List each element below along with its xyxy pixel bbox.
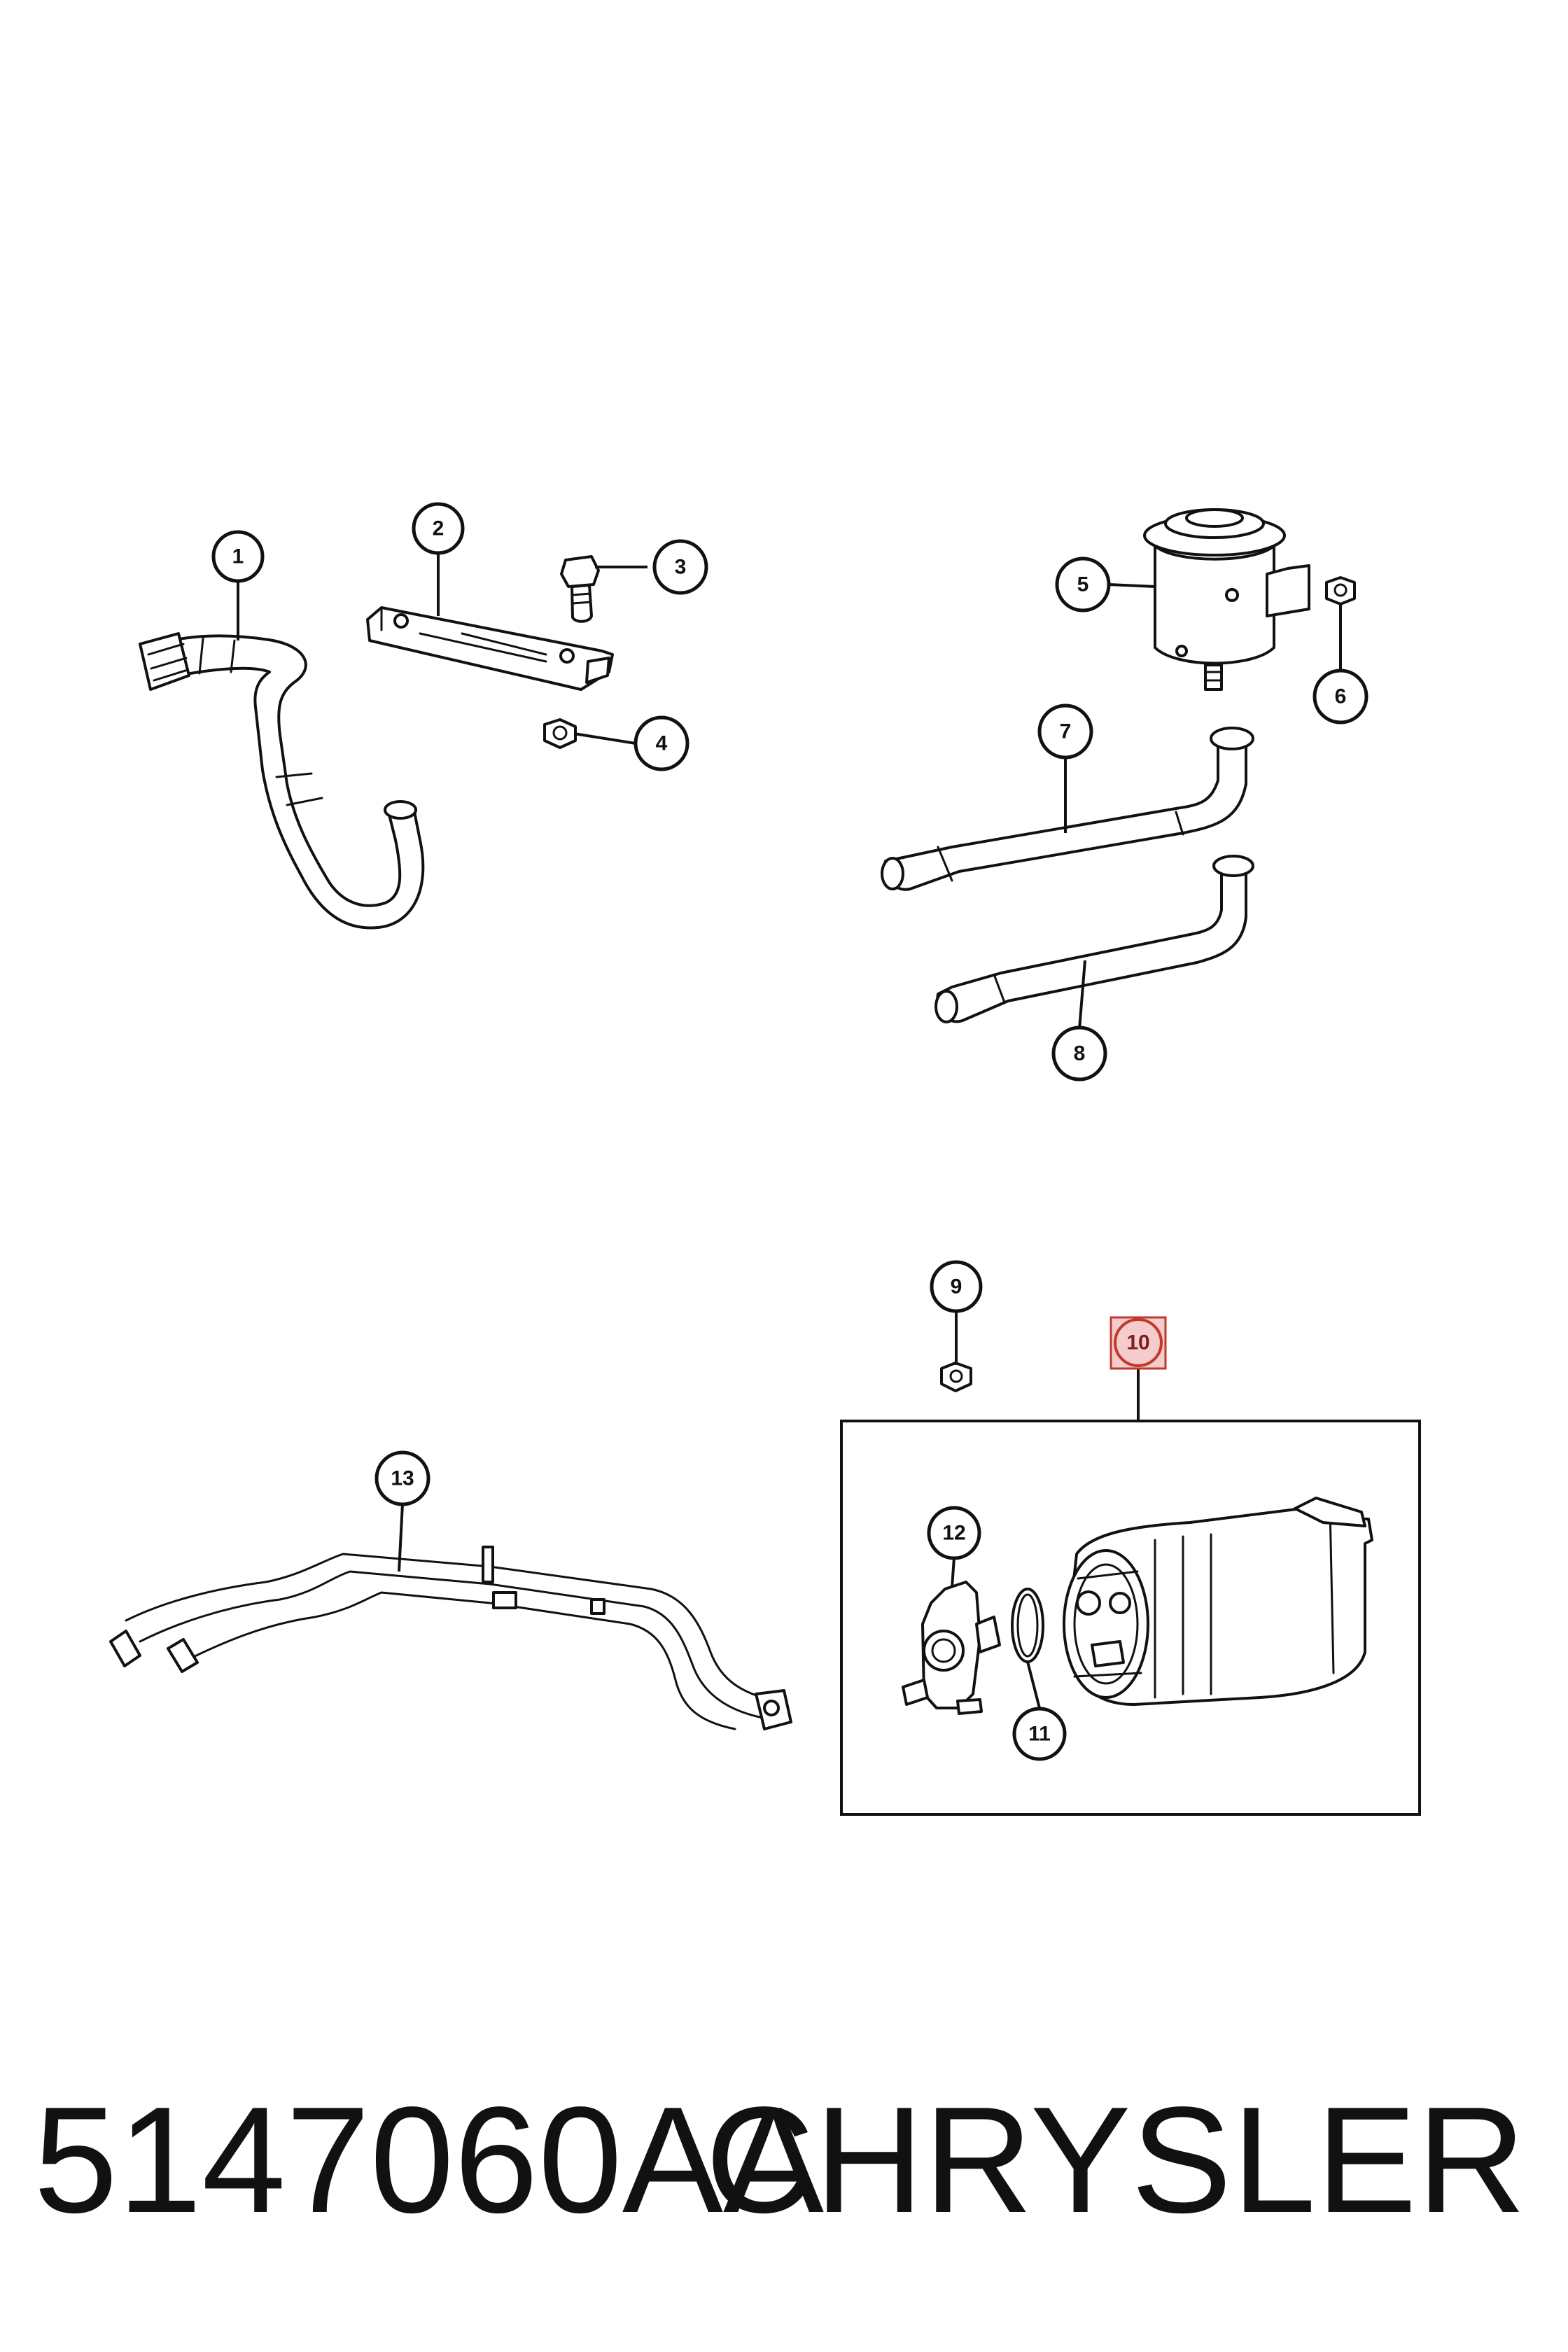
svg-text:8: 8 <box>1074 1042 1086 1065</box>
part-6-nut <box>1325 576 1356 606</box>
callout-3[interactable]: 3 <box>652 539 708 595</box>
part-7-tube <box>881 727 1254 891</box>
svg-text:6: 6 <box>1335 685 1347 708</box>
part-2-bracket <box>366 606 614 691</box>
svg-text:11: 11 <box>1028 1723 1051 1746</box>
svg-text:9: 9 <box>951 1275 962 1298</box>
svg-text:12: 12 <box>942 1522 965 1545</box>
part-8-tube <box>934 855 1254 1023</box>
svg-text:3: 3 <box>675 556 687 579</box>
callout-2[interactable]: 2 <box>412 502 465 555</box>
callout-12[interactable]: 12 <box>927 1506 981 1560</box>
canister <box>1063 1497 1373 1706</box>
svg-text:4: 4 <box>656 732 668 755</box>
callout-10-highlighted[interactable]: 10 <box>1110 1316 1167 1370</box>
callout-5[interactable]: 5 <box>1055 556 1111 612</box>
part-3-bolt <box>560 555 600 623</box>
leader-lines <box>237 554 1342 1709</box>
callout-4[interactable]: 4 <box>634 715 690 771</box>
svg-text:5: 5 <box>1077 573 1089 596</box>
svg-text:2: 2 <box>433 517 444 540</box>
part-11-o-ring <box>1011 1588 1044 1663</box>
svg-text:10: 10 <box>1126 1331 1149 1354</box>
callout-9[interactable]: 9 <box>930 1260 983 1313</box>
part-13-vapor-lines <box>109 1546 792 1730</box>
svg-text:7: 7 <box>1060 720 1072 743</box>
part-5-valve <box>1143 508 1310 691</box>
callout-1[interactable]: 1 <box>211 530 265 583</box>
part-10-group-box <box>840 1420 1421 1816</box>
svg-text:1: 1 <box>232 545 244 568</box>
part-4-nut <box>543 718 577 749</box>
part-9-nut <box>940 1362 972 1392</box>
callout-8[interactable]: 8 <box>1051 1026 1107 1082</box>
callout-6[interactable]: 6 <box>1312 668 1368 724</box>
callout-11[interactable]: 11 <box>1012 1707 1067 1761</box>
callout-7[interactable]: 7 <box>1037 704 1093 760</box>
callout-13[interactable]: 13 <box>374 1450 430 1506</box>
part-12-purge-valve <box>902 1581 1001 1715</box>
brand-label: CHRYSLER <box>705 2075 1526 2244</box>
part-number-label: 5147060AA <box>34 2075 825 2244</box>
part-1-hose <box>139 632 425 930</box>
svg-text:13: 13 <box>391 1467 414 1490</box>
